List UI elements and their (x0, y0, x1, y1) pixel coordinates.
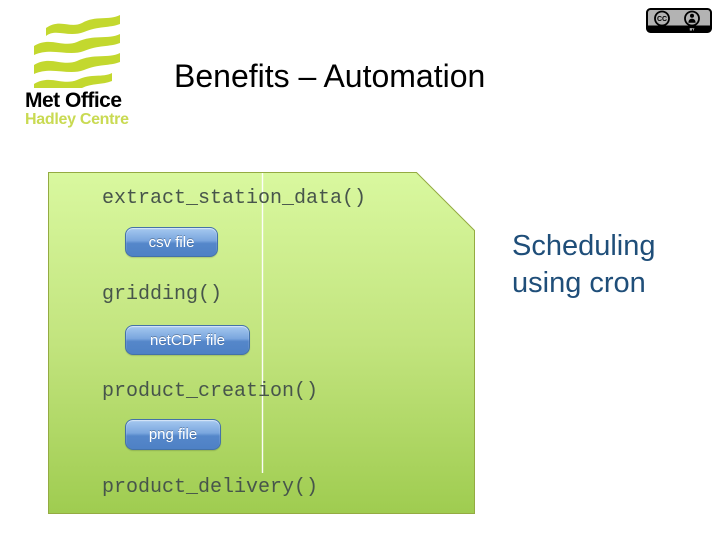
netcdf-file-button: netCDF file (125, 325, 250, 355)
cc-circle-icon: CC (654, 10, 670, 27)
met-office-logo: Met Office Hadley Centre (25, 12, 135, 128)
cc-license-badge: CC BY (646, 8, 712, 38)
pipeline-shape-body (48, 172, 475, 514)
slide-title: Benefits – Automation (174, 58, 486, 94)
logo-centre-name: Hadley Centre (25, 111, 129, 128)
logo-org-name: Met Office (25, 89, 122, 112)
by-label: BY (690, 28, 696, 32)
attribution-person-icon (684, 10, 700, 27)
pipeline-shape (48, 172, 475, 514)
cc-letters: CC (657, 16, 667, 23)
csv-file-button: csv file (125, 227, 218, 257)
scheduling-annotation: Scheduling using cron (512, 230, 656, 299)
function-product-creation: product_creation() (102, 380, 319, 403)
function-extract-station-data: extract_station_data() (102, 187, 367, 210)
cc-badge-bottom-strip (648, 25, 710, 31)
function-product-delivery: product_delivery() (102, 476, 319, 499)
function-gridding: gridding() (102, 283, 223, 306)
met-office-waves-icon (34, 15, 120, 88)
png-file-button: png file (125, 419, 221, 450)
